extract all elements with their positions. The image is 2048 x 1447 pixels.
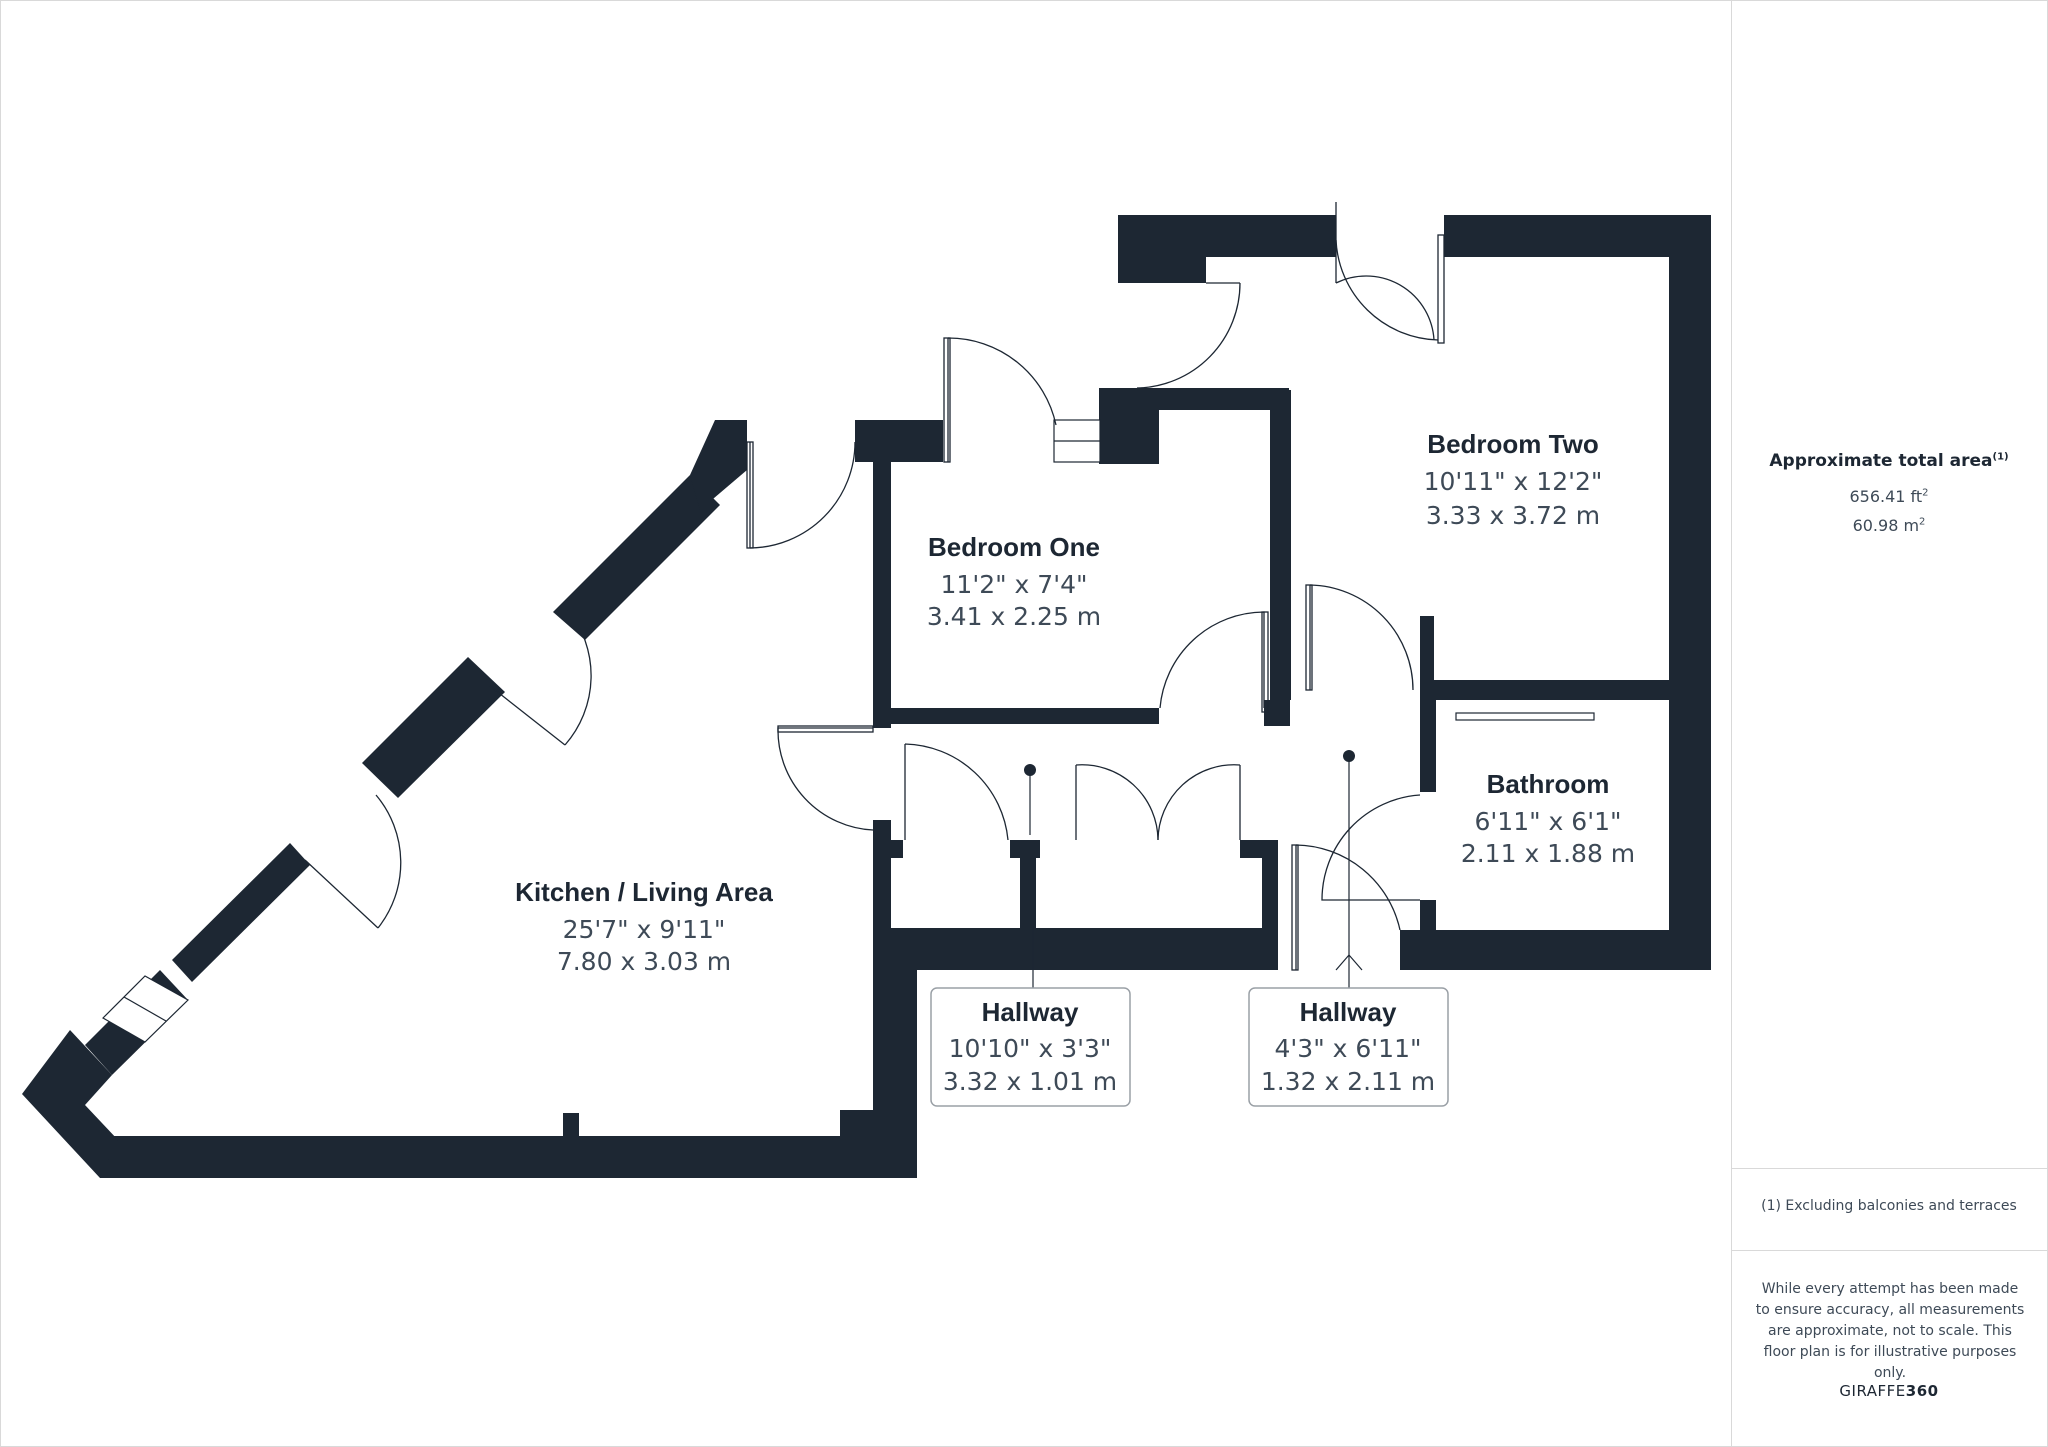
wall-bathroom-west-a xyxy=(1420,700,1436,792)
bedroom-two-imperial: 10'11" x 12'2" xyxy=(1424,467,1603,496)
door-hallway-two xyxy=(1295,844,1401,970)
wall-diag-3 xyxy=(362,657,505,798)
door-front-top xyxy=(1335,202,1435,341)
kitchen-metric: 7.80 x 3.03 m xyxy=(557,947,731,976)
total-area-title-text: Approximate total area xyxy=(1769,451,1993,471)
hallway-two-metric: 1.32 x 2.11 m xyxy=(1261,1067,1435,1096)
hallway-one-metric: 3.32 x 1.01 m xyxy=(943,1067,1117,1096)
wall-bathroom-south xyxy=(1400,930,1711,970)
door-kitchen-hall xyxy=(777,727,874,831)
hallway-two-name: Hallway xyxy=(1300,997,1397,1027)
brand-logo: GIRAFFE360 xyxy=(1731,1382,2047,1400)
wall-bathroom-north xyxy=(1420,680,1711,700)
hallway-one-label-box xyxy=(930,987,1131,1107)
label-boxes xyxy=(930,987,1449,1107)
side-divider-1 xyxy=(1731,1168,2047,1169)
wall-north-bedroom-two xyxy=(1444,215,1711,257)
total-area-ft: 656.41 ft2 xyxy=(1731,487,2047,506)
wall-diag-5 xyxy=(690,420,747,510)
door-cupboard-3 xyxy=(1157,764,1241,841)
bathroom-metric: 2.11 x 1.88 m xyxy=(1461,839,1635,868)
total-area-note: (1) xyxy=(1992,451,2009,463)
wall-diag-2 xyxy=(172,843,310,982)
wall-diag-4 xyxy=(553,475,720,640)
total-area-title: Approximate total area(1) xyxy=(1731,451,2047,471)
total-area-m: 60.98 m2 xyxy=(1731,516,2047,535)
area-footnote: (1) Excluding balconies and terraces xyxy=(1761,1198,2017,1214)
total-area-m-value: 60.98 m xyxy=(1852,516,1920,535)
wall-kitchen-south-stub xyxy=(563,1113,579,1137)
total-area-ft-sup: 2 xyxy=(1922,487,1929,499)
wall-north-pier xyxy=(1118,215,1206,283)
total-area-m-sup: 2 xyxy=(1919,516,1926,528)
door-cupboard-1 xyxy=(904,743,1009,841)
bedroom-one-name: Bedroom One xyxy=(928,532,1100,562)
wall-bedroom-one-south xyxy=(873,708,1159,724)
bathroom-name: Bathroom xyxy=(1487,769,1610,799)
floor-plan: Bedroom Two 10'11" x 12'2" 3.33 x 3.72 m… xyxy=(22,202,1711,1178)
hallway-two-imperial: 4'3" x 6'11" xyxy=(1275,1034,1422,1063)
door-bedroom-one-north xyxy=(947,337,1057,462)
bathroom-imperial: 6'11" x 6'1" xyxy=(1475,807,1622,836)
wall-kitchen-sw-corner xyxy=(22,1030,118,1178)
wall-hallway-south xyxy=(873,928,1278,970)
brand-logo-bold: 360 xyxy=(1905,1382,1939,1400)
door-kitchen-diag-2 xyxy=(375,794,402,929)
kitchen-name: Kitchen / Living Area xyxy=(515,877,773,907)
side-divider-2 xyxy=(1731,1250,2047,1251)
hallway-one-name: Hallway xyxy=(982,997,1079,1027)
wall-bedroom-one-west xyxy=(873,440,891,728)
bedroom-two-metric: 3.33 x 3.72 m xyxy=(1426,501,1600,530)
window-bathroom xyxy=(1455,712,1595,721)
bedroom-two-name: Bedroom Two xyxy=(1427,429,1598,459)
wall-kitchen-south xyxy=(100,1136,917,1178)
markers xyxy=(1024,750,1363,990)
bedroom-one-metric: 3.41 x 2.25 m xyxy=(927,602,1101,631)
door-bedroom-one-south xyxy=(1159,611,1265,709)
door-hall-upper xyxy=(1136,282,1241,389)
wall-hallway-west-stub xyxy=(873,840,903,858)
wall-bedroom-one-east xyxy=(1270,405,1290,725)
walls xyxy=(22,215,1711,1178)
wall-cupboard-b xyxy=(1020,840,1036,940)
bedroom-one-imperial: 11'2" x 7'4" xyxy=(941,570,1088,599)
door-bedroom-two xyxy=(1309,584,1414,691)
wall-bathroom-stub xyxy=(1420,616,1434,684)
wall-bedroom-one-north-b xyxy=(855,420,943,462)
wall-east xyxy=(1669,215,1711,970)
door-cupboard-2 xyxy=(1075,764,1159,841)
side-panel xyxy=(1731,0,2048,1447)
total-area-ft-value: 656.41 ft xyxy=(1849,487,1923,506)
kitchen-imperial: 25'7" x 9'11" xyxy=(563,915,726,944)
entrance-arrow xyxy=(1335,954,1363,971)
door-kitchen-diag-1 xyxy=(564,609,592,746)
door-bathroom xyxy=(1321,794,1421,901)
windows xyxy=(102,419,1595,1043)
doors xyxy=(304,202,1445,971)
wall-cupboard-d xyxy=(1262,840,1278,940)
brand-logo-light: GIRAFFE xyxy=(1839,1382,1906,1400)
hallway-two-label-box xyxy=(1248,987,1449,1107)
door-kitchen-north xyxy=(749,441,856,549)
wall-hallway-west xyxy=(873,820,891,940)
hallway-one-imperial: 10'10" x 3'3" xyxy=(949,1034,1112,1063)
wall-bedroom-one-pier xyxy=(1099,388,1159,464)
disclaimer-text: While every attempt has been made to ens… xyxy=(1755,1281,2025,1381)
